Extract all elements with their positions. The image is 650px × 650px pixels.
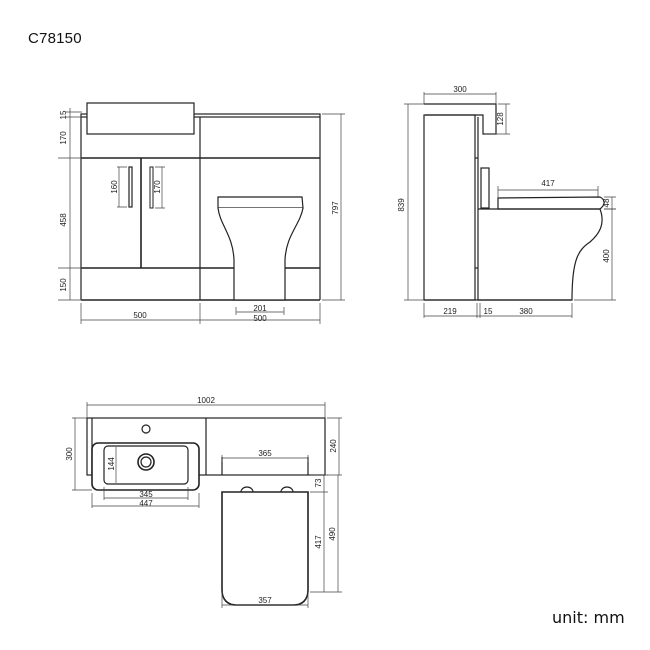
dim-handle-left: 160 [110,180,119,194]
dim-wc-width: 500 [253,314,267,323]
dim-seat-thick: 48 [602,198,611,207]
dim-pan-depth: 490 [328,527,337,541]
dim-total-height: 797 [331,201,340,215]
dim-basin-width: 447 [139,499,153,508]
dim-plan-basin-depth: 300 [65,447,74,461]
dim-cistern: 240 [329,439,338,453]
dim-cab-depth: 219 [443,307,457,316]
dim-basin-height: 128 [496,112,505,126]
dim-pan-height: 400 [602,249,611,263]
hinges [240,486,294,493]
dim-gap: 15 [484,307,493,316]
dim-seat-length: 417 [541,179,555,188]
handle-side [480,167,490,209]
right-door-handle [149,166,154,209]
basin-bowl [103,445,189,485]
dim-plinth: 150 [59,278,68,292]
dim-door: 458 [59,213,68,227]
dim-pan-foot: 201 [253,304,267,313]
dim-vanity-width: 500 [133,311,147,320]
dim-side-total: 839 [397,198,406,212]
wc-pan-front [217,207,304,301]
dim-top-panel: 170 [59,131,68,145]
side-view: 300 128 839 417 48 400 219 15 380 [397,85,616,318]
dim-worktop: 15 [59,110,68,119]
dim-bowl-depth: 144 [107,457,116,471]
dim-pan-setback: 73 [314,478,323,487]
waste-inner [140,456,152,468]
dim-pan-projection: 380 [519,307,533,316]
pan-side [478,208,603,301]
dim-side-depth: 300 [453,85,467,94]
front-view: 160 170 15 170 458 150 797 500 500 201 [58,102,345,324]
dim-total-width: 1002 [197,396,215,405]
basin-outline [86,102,195,135]
seat-side [497,196,605,210]
dim-plan-seat-length: 417 [314,535,323,549]
dim-handle-right: 170 [153,180,162,194]
product-code: C78150 [28,30,82,47]
cabinet-side [423,114,476,301]
plan-view: 1002 300 144 345 447 240 365 73 417 490 … [65,396,342,608]
dim-bowl-width: 345 [139,490,153,499]
pan-plan [221,491,309,606]
unit-label: unit: mm [552,608,625,627]
waste-outer [137,453,155,471]
left-door-handle [128,166,133,208]
basin-side [424,103,497,135]
dim-pan-width-top: 365 [258,449,272,458]
wc-seat-front [217,196,304,209]
dim-seat-width: 357 [258,596,272,605]
tap-hole [141,424,151,434]
